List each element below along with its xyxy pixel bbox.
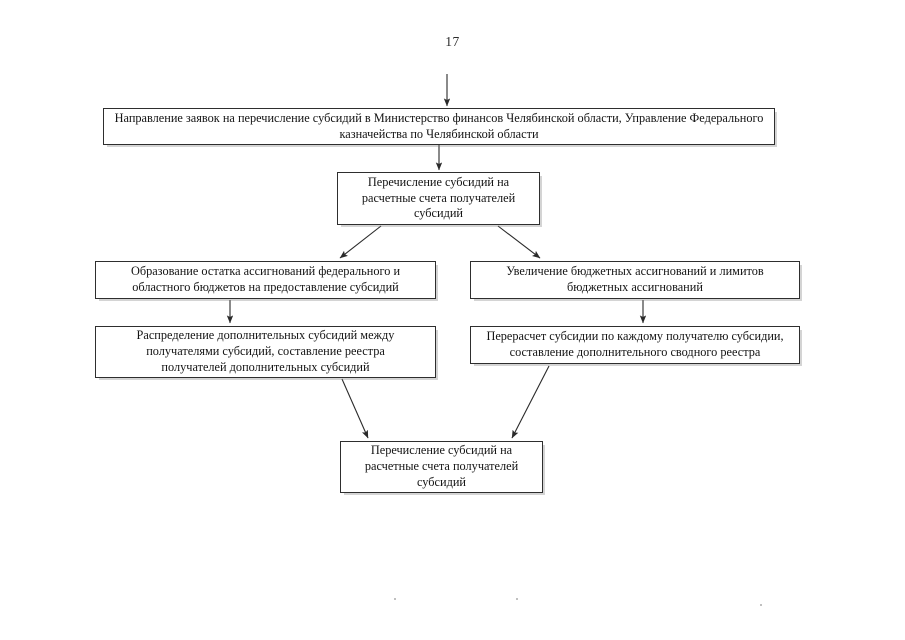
flow-node-label: Распределение дополнительных субсидий ме…: [136, 328, 395, 374]
flow-node-distribute-additional-subsidies[interactable]: Распределение дополнительных субсидий ме…: [95, 326, 438, 380]
flow-node-send-applications[interactable]: Направление заявок на перечисление субси…: [103, 108, 777, 147]
edge-n5-to-n7: [341, 378, 369, 439]
edge-n2-to-n3: [339, 225, 382, 259]
scan-speck: [516, 598, 518, 600]
flow-node-label: Направление заявок на перечисление субси…: [114, 110, 764, 141]
flow-node-transfer-subsidies-top[interactable]: Перечисление субсидий на расчетные счета…: [337, 172, 542, 227]
scan-speck: [394, 598, 396, 600]
scan-speck: [760, 604, 762, 606]
flow-node-label: Перечисление субсидий на расчетные счета…: [361, 174, 516, 221]
page-number: 17: [445, 34, 460, 49]
edge-n2-to-n4: [497, 225, 541, 259]
flow-node-recalculate-subsidy[interactable]: Перерасчет субсидии по каждому получател…: [470, 326, 802, 366]
flow-node-label: Перечисление субсидий на расчетные счета…: [364, 443, 519, 489]
flow-node-label: Увеличение бюджетных ассигнований и лими…: [506, 264, 764, 294]
flow-node-label: Образование остатка ассигнований федерал…: [130, 264, 401, 294]
flow-node-remaining-allocations[interactable]: Образование остатка ассигнований федерал…: [95, 261, 438, 301]
flow-node-transfer-subsidies-bottom[interactable]: Перечисление субсидий на расчетные счета…: [340, 441, 545, 495]
edge-n6-to-n7: [511, 365, 550, 439]
flow-node-increase-allocations[interactable]: Увеличение бюджетных ассигнований и лими…: [470, 261, 802, 301]
flow-node-label: Перерасчет субсидии по каждому получател…: [486, 329, 784, 359]
